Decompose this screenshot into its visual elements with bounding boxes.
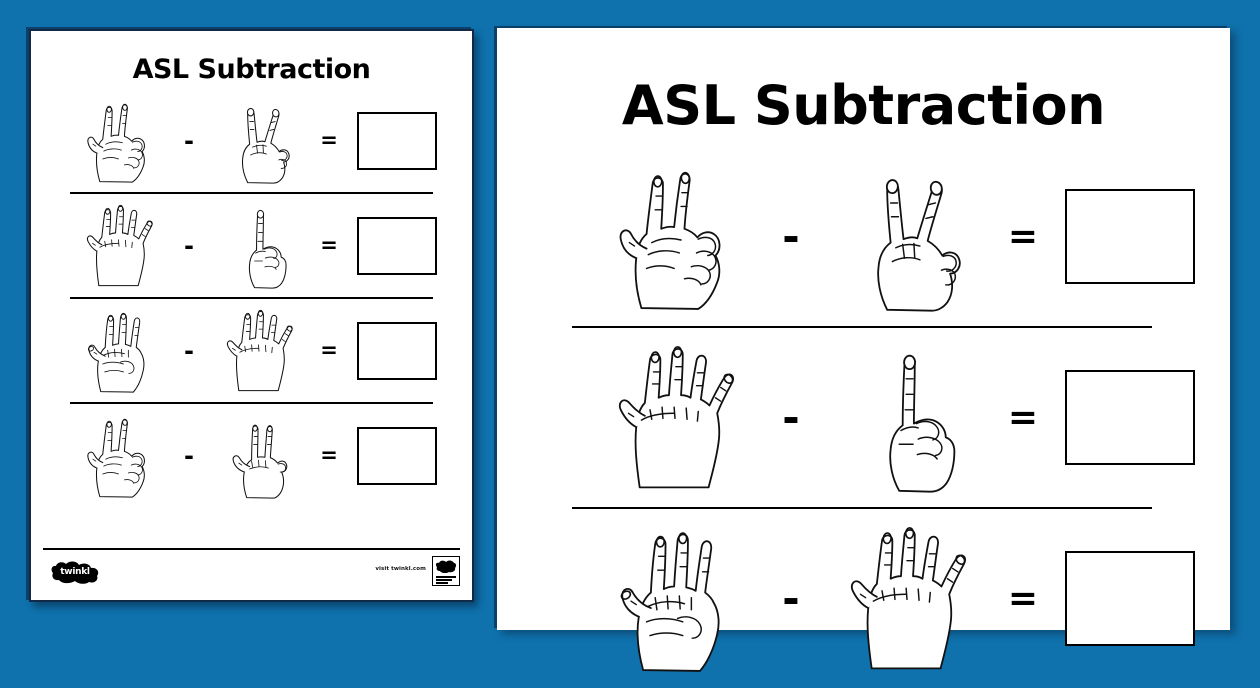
answer-box[interactable]: [357, 111, 437, 170]
minus-symbol: -: [184, 441, 194, 470]
answer-box[interactable]: [357, 321, 437, 380]
badge-line-3: [436, 582, 448, 584]
asl-hand-3-icon: NaN: [589, 153, 761, 321]
minus-symbol: -: [184, 126, 194, 155]
problem-row: NaN-NaN =: [31, 404, 472, 507]
equals-symbol: =: [1007, 577, 1039, 619]
page-title-right: ASL Subtraction: [621, 74, 1106, 137]
asl-hand-3-icon: NaN: [67, 93, 171, 189]
asl-hand-3-icon: NaN: [67, 408, 171, 504]
asl-hand-1-icon: [821, 334, 993, 502]
row-divider: [70, 402, 433, 404]
minus-symbol: -: [782, 392, 800, 442]
asl-hand-3b-icon: NaN: [207, 408, 311, 504]
equals-symbol: =: [1007, 396, 1039, 438]
badge-line-1: [436, 576, 456, 578]
equals-symbol: =: [1007, 215, 1039, 257]
equals-symbol: =: [320, 128, 338, 152]
minus-symbol: -: [184, 336, 194, 365]
answer-box[interactable]: [1065, 370, 1195, 465]
worksheet-page-right[interactable]: ASL Subtraction NaN-=NaNNaN-=NaN-NaNNaN=: [497, 28, 1230, 672]
asl-hand-1-icon: [207, 198, 311, 294]
problem-list-right: NaN-=NaNNaN-=NaN-NaNNaN=: [497, 137, 1230, 688]
worksheet-page-left[interactable]: ASL Subtraction NaN-=NaNNaN-=NaN-NaNNaN=…: [29, 29, 474, 602]
equals-symbol: =: [320, 233, 338, 257]
equals-symbol: =: [320, 338, 338, 362]
problem-row: NaN- =: [497, 147, 1230, 326]
minus-symbol: -: [184, 231, 194, 260]
page-title-left: ASL Subtraction: [132, 54, 371, 85]
answer-box[interactable]: [357, 216, 437, 275]
asl-hand-5-icon: NaNNaN: [589, 334, 761, 502]
asl-hand-2-icon: [207, 93, 311, 189]
answer-box[interactable]: [1065, 189, 1195, 284]
asl-hand-2-icon: [821, 153, 993, 321]
answer-box[interactable]: [357, 426, 437, 485]
footer-divider: [43, 548, 460, 550]
problem-row: NaNNaN- =: [31, 194, 472, 297]
row-divider: [572, 326, 1152, 328]
asl-hand-5-icon: NaNNaN: [821, 515, 993, 683]
badge-line-2: [436, 579, 452, 581]
minus-symbol: -: [782, 211, 800, 261]
screenshot-stage: ASL Subtraction NaN-=NaNNaN-=NaN-NaNNaN=…: [29, 28, 1230, 672]
asl-hand-5-icon: NaNNaN: [207, 303, 311, 399]
footer-url-text[interactable]: visit twinkl.com: [375, 566, 426, 572]
twinkl-logo-text: twinkl: [60, 567, 90, 577]
problem-row: NaN-NaNNaN =: [31, 299, 472, 402]
equals-symbol: =: [320, 443, 338, 467]
row-divider: [70, 297, 433, 299]
asl-hand-4-icon: NaN: [589, 515, 761, 683]
answer-box[interactable]: [1065, 551, 1195, 646]
page-footer: twinkl visit twinkl.com: [31, 548, 472, 600]
asl-hand-4-icon: NaN: [67, 303, 171, 399]
twinkl-logo-icon[interactable]: twinkl: [49, 560, 101, 584]
asl-hand-5-icon: NaNNaN: [67, 198, 171, 294]
problem-row: NaN- =: [31, 89, 472, 192]
twinkl-badge-icon[interactable]: [432, 556, 460, 586]
problem-row: NaN-NaNNaN =: [497, 509, 1230, 688]
minus-symbol: -: [782, 573, 800, 623]
problem-list-left: NaN-=NaNNaN-=NaN-NaNNaN=NaN-NaN=: [31, 85, 472, 507]
problem-row: NaNNaN- =: [497, 328, 1230, 507]
row-divider: [70, 192, 433, 194]
row-divider: [572, 507, 1152, 509]
